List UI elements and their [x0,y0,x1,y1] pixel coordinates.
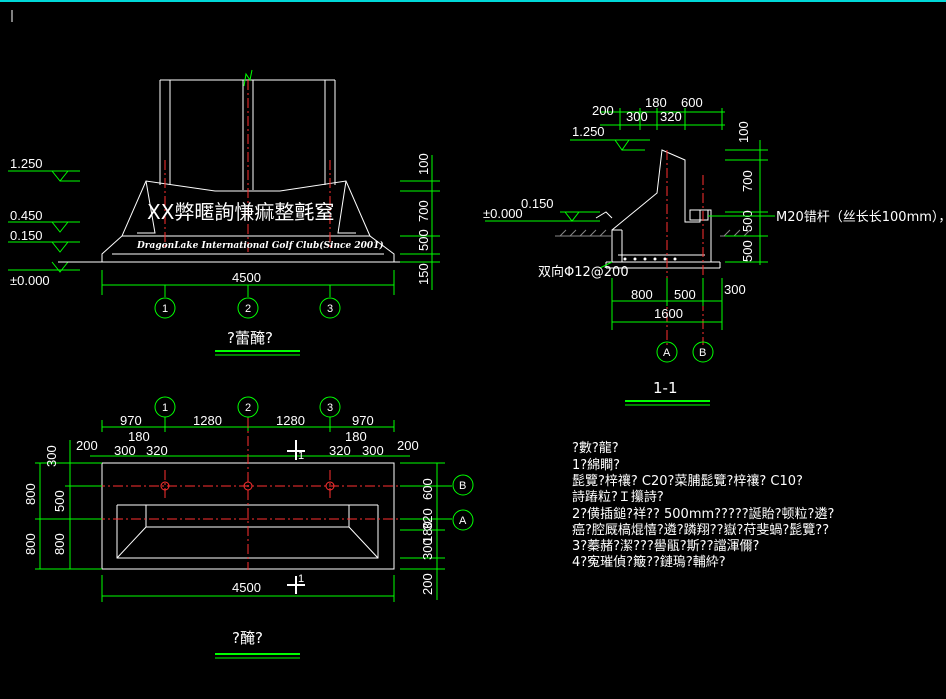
section-level-top: 1.250 [570,124,650,151]
section-level-ground: ±0.000 0.150 [483,196,600,222]
note-line: 4?寃璀偵?簸??鏈瑦?輔紣? [572,554,726,570]
svg-text:300: 300 [724,282,746,297]
level-marker-top: 1.250 [8,156,80,182]
plan-title: ?醃? [232,629,263,647]
svg-text:1: 1 [162,303,168,315]
svg-text:3: 3 [327,303,333,315]
front-elevation: 1.250 0.450 0.150 ±0.000 [8,69,440,356]
section-profile [611,149,712,262]
note-line: ?數?龍? [572,440,619,456]
svg-text:800: 800 [52,533,67,555]
svg-text:970: 970 [120,413,142,428]
svg-text:A: A [663,347,671,359]
section-1-1: 200 180 600 300 320 1.250 ±0.000 0.150 [483,95,946,406]
svg-text:1.250: 1.250 [10,156,43,171]
svg-text:800: 800 [631,287,653,302]
anchor-note: M20错杆（丝长长100mm），与底板锚焊扎 [776,209,946,225]
svg-text:3: 3 [327,402,333,414]
svg-text:500: 500 [740,210,755,232]
svg-text:700: 700 [740,170,755,192]
svg-text:500: 500 [740,240,755,262]
svg-text:600: 600 [681,95,703,110]
svg-text:500: 500 [674,287,696,302]
note-line: 癌?腔厩槁焜憘?遴?蹸翔??嶽?苻斐蝸?髭覽?? [572,522,829,538]
section-top-dimensions: 200 180 600 300 320 [592,95,725,130]
front-axis-bubbles: 1 2 3 [154,285,341,319]
svg-text:500: 500 [416,229,431,251]
svg-text:320: 320 [329,443,351,458]
svg-text:300: 300 [420,538,435,560]
svg-text:180: 180 [128,429,150,444]
svg-text:1: 1 [298,450,304,462]
svg-text:200: 200 [592,103,614,118]
svg-text:600: 600 [420,478,435,500]
svg-text:0.450: 0.450 [10,208,43,223]
svg-text:4500: 4500 [232,270,261,285]
plan-right-axis-bubbles: B A [445,474,474,531]
svg-text:180: 180 [645,95,667,110]
svg-text:200: 200 [76,438,98,453]
section-axis-bubbles: A B [656,341,714,363]
section-right-dimensions: 100 700 500 500 [725,121,768,265]
level-marker-mid2: 0.150 [8,228,80,253]
svg-text:200: 200 [397,438,419,453]
sign-body-outline [101,180,395,263]
svg-text:1.250: 1.250 [572,124,605,139]
svg-text:200: 200 [420,573,435,595]
plan-view: 1 2 3 970 1280 1280 970 180 200 300 320 … [23,396,474,659]
note-line: 2?僙插鎚?祥?? 500mm?????誕貽?顿粒?遴? [572,507,834,522]
svg-text:1: 1 [162,402,168,414]
note-line: 髭覽?梓禳? C20?菜脯髭覽?梓禳? C10? [572,473,803,489]
svg-text:1280: 1280 [193,413,222,428]
section-bottom-dimensions: 800 500 300 1600 [611,278,746,330]
svg-text:1280: 1280 [276,413,305,428]
plan-left-dimensions: 800 800 300 500 800 [23,440,102,570]
note-line: 詩蹖粒?Ｉ攥詩? [572,489,664,505]
svg-text:500: 500 [52,490,67,512]
svg-text:300: 300 [114,443,136,458]
sign-chinese-text: XX弊暱詢慊痲整氈窒 [147,200,334,224]
svg-text:150: 150 [416,263,431,285]
svg-text:A: A [459,515,467,527]
svg-text:0.150: 0.150 [10,228,43,243]
svg-text:2: 2 [245,402,251,414]
front-right-dimensions: 100 700 500 150 [400,153,440,290]
svg-text:180: 180 [345,429,367,444]
design-notes: ?數?龍? 1?綿瞷? 髭覽?梓禳? C20?菜脯髭覽?梓禳? C10? 詩蹖粒… [572,440,834,570]
svg-text:800: 800 [23,483,38,505]
svg-text:800: 800 [23,533,38,555]
plan-right-dimensions: 600 320 180 300 200 [400,462,445,600]
plan-width-dimension: 4500 [101,575,395,602]
svg-text:100: 100 [736,121,751,143]
svg-text:B: B [699,347,706,359]
front-elevation-title: ?蕾醃? [227,329,273,347]
svg-text:700: 700 [416,200,431,222]
svg-text:970: 970 [352,413,374,428]
svg-text:1: 1 [298,573,304,585]
svg-text:1600: 1600 [654,306,683,321]
svg-text:B: B [459,480,466,492]
svg-text:100: 100 [416,153,431,175]
level-marker-ground: ±0.000 [8,261,80,288]
level-marker-mid1: 0.450 [8,208,80,233]
svg-text:320: 320 [420,508,435,530]
svg-text:300: 300 [626,109,648,124]
note-line: 3?蓁赭?潔???嚳瓹?斯??譡渾儞? [572,538,759,554]
sign-english-text: DragonLake International Golf Club(Since… [136,240,384,251]
svg-text:±0.000: ±0.000 [483,206,523,221]
svg-text:180: 180 [420,521,435,543]
svg-text:±0.000: ±0.000 [10,273,50,288]
plan-axis-bubbles: 1 2 3 [154,396,341,418]
svg-text:300: 300 [362,443,384,458]
svg-text:300: 300 [44,445,59,467]
svg-text:4500: 4500 [232,580,261,595]
svg-text:0.150: 0.150 [521,196,554,211]
rebar-note: 双向Φ12@200 [538,264,629,280]
svg-text:320: 320 [146,443,168,458]
svg-text:320: 320 [660,109,682,124]
note-line: 1?綿瞷? [572,458,620,473]
svg-text:2: 2 [245,303,251,315]
section-title: 1-1 [653,379,678,397]
